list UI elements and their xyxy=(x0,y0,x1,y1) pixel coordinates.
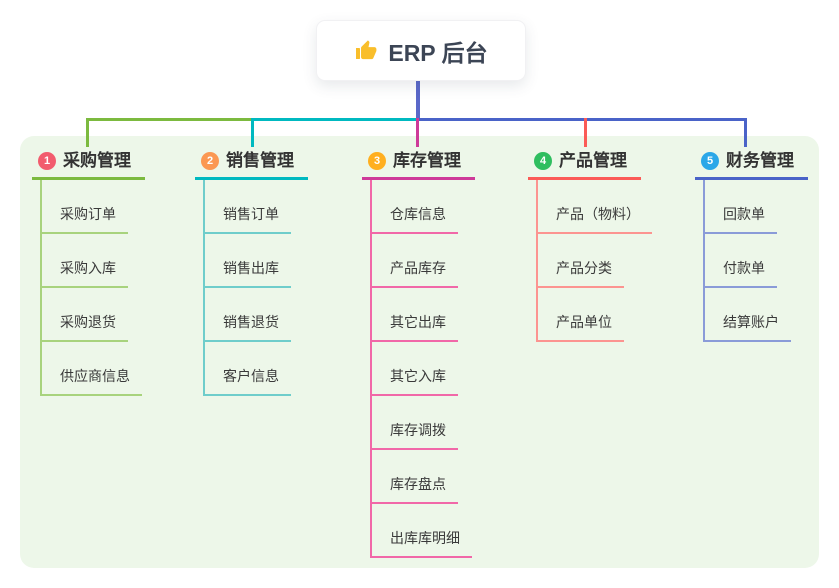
node-stock-count[interactable]: 库存盘点 xyxy=(372,450,475,504)
connector-drop-inventory xyxy=(416,118,419,147)
branch-label: 销售管理 xyxy=(226,151,294,170)
node-purchase-order[interactable]: 采购订单 xyxy=(42,180,145,234)
node-other-inbound[interactable]: 其它入库 xyxy=(372,342,475,396)
branch-children: 销售订单 销售出库 销售退货 客户信息 xyxy=(203,180,308,396)
node-product-material[interactable]: 产品（物料） xyxy=(538,180,652,234)
node-sales-order[interactable]: 销售订单 xyxy=(205,180,308,234)
branch-title-finance[interactable]: 5 财务管理 xyxy=(695,150,808,180)
branches-background-panel xyxy=(20,136,819,568)
node-sales-return[interactable]: 销售退货 xyxy=(205,288,308,342)
badge-1: 1 xyxy=(38,152,56,170)
node-supplier-info[interactable]: 供应商信息 xyxy=(42,342,145,396)
node-product-unit[interactable]: 产品单位 xyxy=(538,288,652,342)
branch-title-inventory[interactable]: 3 库存管理 xyxy=(362,150,475,180)
root-node-erp[interactable]: ERP 后台 xyxy=(316,20,526,81)
branch-label: 产品管理 xyxy=(559,151,627,170)
node-other-outbound[interactable]: 其它出库 xyxy=(372,288,475,342)
node-product-stock[interactable]: 产品库存 xyxy=(372,234,475,288)
branch-children: 产品（物料） 产品分类 产品单位 xyxy=(536,180,652,342)
connector-horizontal-sales xyxy=(254,118,418,121)
connector-horizontal-finance xyxy=(418,118,747,121)
connector-drop-finance xyxy=(744,118,747,147)
branch-product: 4 产品管理 产品（物料） 产品分类 产品单位 xyxy=(528,150,652,342)
node-payment-bill[interactable]: 付款单 xyxy=(705,234,808,288)
branch-title-product[interactable]: 4 产品管理 xyxy=(528,150,641,180)
node-sales-outbound[interactable]: 销售出库 xyxy=(205,234,308,288)
branch-title-sales[interactable]: 2 销售管理 xyxy=(195,150,308,180)
connector-root-vertical xyxy=(416,78,420,120)
badge-4: 4 xyxy=(534,152,552,170)
branch-purchase: 1 采购管理 采购订单 采购入库 采购退货 供应商信息 xyxy=(32,150,145,396)
node-warehouse-info[interactable]: 仓库信息 xyxy=(372,180,475,234)
connector-drop-product xyxy=(584,118,587,147)
branch-label: 库存管理 xyxy=(393,151,461,170)
branch-label: 财务管理 xyxy=(726,151,794,170)
branch-children: 回款单 付款单 结算账户 xyxy=(703,180,808,342)
node-purchase-return[interactable]: 采购退货 xyxy=(42,288,145,342)
node-customer-info[interactable]: 客户信息 xyxy=(205,342,308,396)
branch-label: 采购管理 xyxy=(63,151,131,170)
badge-5: 5 xyxy=(701,152,719,170)
badge-2: 2 xyxy=(201,152,219,170)
node-purchase-inbound[interactable]: 采购入库 xyxy=(42,234,145,288)
node-outbound-detail[interactable]: 出库库明细 xyxy=(372,504,475,558)
branch-finance: 5 财务管理 回款单 付款单 结算账户 xyxy=(695,150,808,342)
connector-drop-purchase xyxy=(86,118,89,147)
node-stock-transfer[interactable]: 库存调拨 xyxy=(372,396,475,450)
branch-children: 仓库信息 产品库存 其它出库 其它入库 库存调拨 库存盘点 出库库明细 xyxy=(370,180,475,558)
node-product-category[interactable]: 产品分类 xyxy=(538,234,652,288)
connector-horizontal-purchase xyxy=(86,118,254,121)
branch-title-purchase[interactable]: 1 采购管理 xyxy=(32,150,145,180)
branch-children: 采购订单 采购入库 采购退货 供应商信息 xyxy=(40,180,145,396)
thumbs-up-icon xyxy=(354,39,378,63)
node-receipt-bill[interactable]: 回款单 xyxy=(705,180,808,234)
node-settlement-account[interactable]: 结算账户 xyxy=(705,288,808,342)
root-title: ERP 后台 xyxy=(388,39,488,66)
badge-3: 3 xyxy=(368,152,386,170)
connector-drop-sales xyxy=(251,118,254,147)
branch-sales: 2 销售管理 销售订单 销售出库 销售退货 客户信息 xyxy=(195,150,308,396)
branch-inventory: 3 库存管理 仓库信息 产品库存 其它出库 其它入库 库存调拨 库存盘点 出库库… xyxy=(362,150,475,558)
